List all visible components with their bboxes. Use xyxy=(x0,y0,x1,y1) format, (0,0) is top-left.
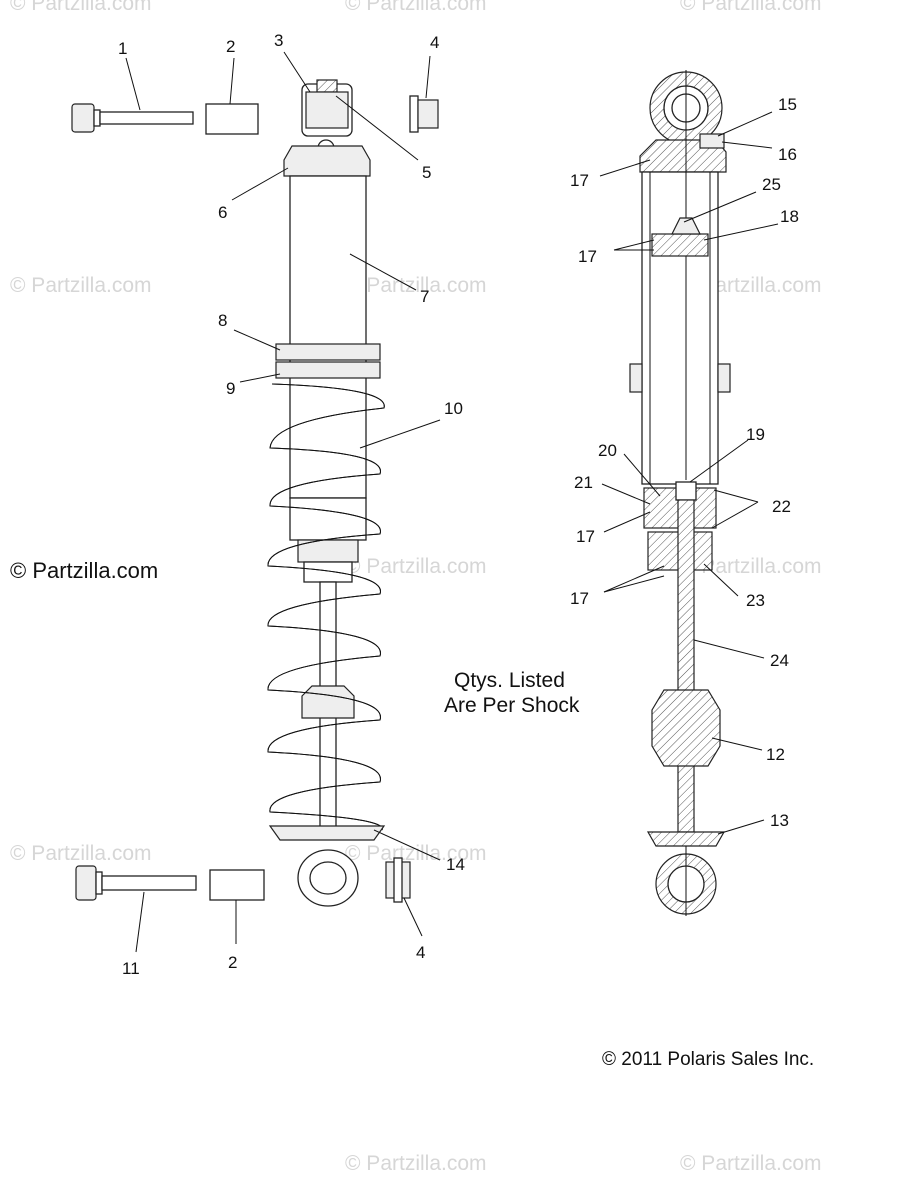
callout-1: 1 xyxy=(118,39,127,58)
copyright: © 2011 Polaris Sales Inc. xyxy=(602,1049,814,1070)
leader-lines xyxy=(125,51,779,953)
callout-25: 25 xyxy=(762,175,781,194)
watermark: © Partzilla.com xyxy=(345,274,487,297)
callout-5: 5 xyxy=(422,163,431,182)
bleed-screw xyxy=(699,133,725,149)
bottom-bolt xyxy=(75,865,197,901)
body-clip xyxy=(629,363,643,393)
callout-13: 13 xyxy=(770,811,789,830)
callout-14: 14 xyxy=(446,855,465,874)
bottom-spacer xyxy=(209,869,265,901)
top-spacer xyxy=(205,103,259,135)
watermark-strong: © Partzilla.com xyxy=(10,558,158,583)
bottom-eye xyxy=(297,849,359,907)
floating-piston xyxy=(651,233,709,257)
watermark: © Partzilla.com xyxy=(680,0,822,15)
coil-spring xyxy=(267,383,385,831)
callout-18: 18 xyxy=(780,207,799,226)
watermark: © Partzilla.com xyxy=(680,555,822,578)
top-bolt xyxy=(71,103,194,133)
watermark: © Partzilla.com xyxy=(345,555,487,578)
callouts: 1 2 3 4 5 6 7 8 9 10 11 2 4 14 15 16 17 … xyxy=(118,31,799,978)
top-nut xyxy=(409,95,439,133)
watermark: © Partzilla.com xyxy=(680,1152,822,1175)
callout-8: 8 xyxy=(218,311,227,330)
spring-seat xyxy=(275,361,381,379)
callout-11: 11 xyxy=(122,959,140,978)
callout-15: 15 xyxy=(778,95,797,114)
callout-23: 23 xyxy=(746,591,765,610)
callout-12: 12 xyxy=(766,745,785,764)
bumper xyxy=(301,685,355,719)
callout-17: 17 xyxy=(570,171,589,190)
callout-17: 17 xyxy=(576,527,595,546)
callout-21: 21 xyxy=(574,473,593,492)
callout-4: 4 xyxy=(430,33,439,52)
top-eye-bushing xyxy=(301,79,353,157)
lower-body-end xyxy=(303,561,353,583)
body-clip xyxy=(717,363,731,393)
callout-3: 3 xyxy=(274,31,283,50)
callout-16: 16 xyxy=(778,145,797,164)
qty-note-line-1: Qtys. Listed xyxy=(454,669,565,692)
watermark: © Partzilla.com xyxy=(10,0,152,15)
callout-17: 17 xyxy=(570,589,589,608)
section-bumper xyxy=(651,689,721,767)
watermark: © Partzilla.com xyxy=(10,274,152,297)
bottom-nut xyxy=(385,857,411,903)
watermark-group: © Partzilla.com © Partzilla.com © Partzi… xyxy=(10,0,822,1175)
lower-body xyxy=(289,497,367,541)
callout-17: 17 xyxy=(578,247,597,266)
callout-10: 10 xyxy=(444,399,463,418)
qty-note-line-2: Are Per Shock xyxy=(444,694,580,717)
body-cap xyxy=(283,145,371,177)
left-shock-assembly xyxy=(71,79,439,907)
callout-20: 20 xyxy=(598,441,617,460)
callout-2-bottom: 2 xyxy=(228,953,237,972)
section-shaft xyxy=(677,499,695,833)
callout-24: 24 xyxy=(770,651,789,670)
callout-6: 6 xyxy=(218,203,227,222)
shock-body xyxy=(289,175,367,499)
watermark: © Partzilla.com xyxy=(345,842,487,865)
section-retainer xyxy=(646,831,726,847)
section-view-assembly xyxy=(629,70,731,916)
piston-valve xyxy=(671,217,701,235)
watermark: © Partzilla.com xyxy=(345,1152,487,1175)
callout-7: 7 xyxy=(420,287,429,306)
watermark: © Partzilla.com xyxy=(345,0,487,15)
watermark: © Partzilla.com xyxy=(10,842,152,865)
callout-2: 2 xyxy=(226,37,235,56)
adjuster-ring xyxy=(275,343,381,361)
callout-9: 9 xyxy=(226,379,235,398)
callout-4-bottom: 4 xyxy=(416,943,425,962)
spring-retainer xyxy=(268,825,386,841)
callout-19: 19 xyxy=(746,425,765,444)
callout-22: 22 xyxy=(772,497,791,516)
